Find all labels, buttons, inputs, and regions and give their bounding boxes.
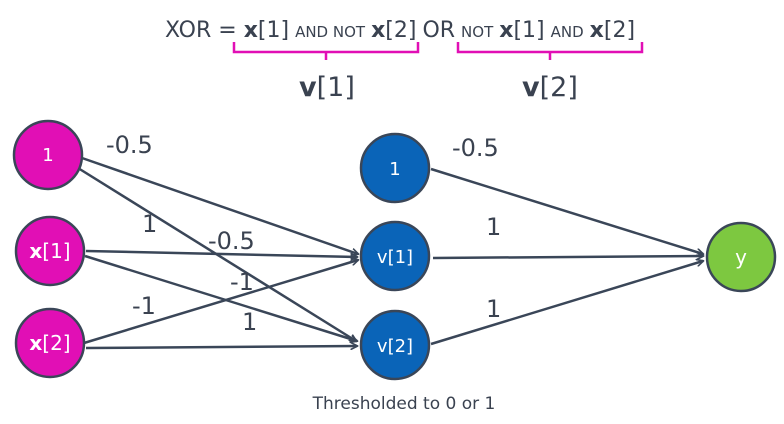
node-x1 bbox=[14, 215, 86, 287]
node-bias-input bbox=[12, 119, 84, 191]
weight-bias-y: -0.5 bbox=[452, 134, 499, 162]
brace-label-v2: v[2] bbox=[522, 72, 578, 103]
edge-v1-y bbox=[432, 256, 703, 258]
brace-v2 bbox=[456, 42, 644, 60]
edge-x1-v2 bbox=[84, 254, 357, 341]
node-x1-label: x[1] bbox=[29, 239, 70, 263]
formula-x-c: x bbox=[499, 18, 513, 43]
formula-and-not: AND NOT bbox=[295, 23, 366, 41]
node-v1 bbox=[359, 220, 431, 292]
formula-x-a: x bbox=[244, 18, 258, 43]
formula-x-b: x bbox=[371, 18, 385, 43]
edge-x2-v2 bbox=[85, 346, 357, 348]
formula-or: OR bbox=[422, 18, 455, 43]
formula-idx-a: [1] bbox=[258, 18, 289, 43]
node-v1-label: v[1] bbox=[377, 247, 413, 268]
edge-x1-v1 bbox=[85, 249, 357, 257]
edge-bias-y bbox=[430, 167, 703, 254]
formula-idx-c: [1] bbox=[513, 18, 544, 43]
formula-not: NOT bbox=[461, 23, 494, 41]
node-x2-label: x[2] bbox=[29, 331, 70, 355]
edge-v2-y bbox=[430, 261, 703, 346]
formula-x-d: x bbox=[590, 18, 604, 43]
weight-labels: -0.5 1 -0.5 -1 -1 1 -0.5 1 1 bbox=[106, 131, 501, 336]
edges bbox=[77, 156, 703, 348]
hidden-layer: 1 v[1] v[2] bbox=[359, 132, 431, 381]
weight-v1-y: 1 bbox=[486, 213, 501, 241]
edge-bias-v1 bbox=[81, 156, 358, 254]
weight-x1-v1: 1 bbox=[142, 210, 157, 238]
node-bias-hidden bbox=[359, 132, 431, 204]
brace-v1 bbox=[232, 42, 420, 60]
input-layer: 1 x[1] x[2] bbox=[12, 119, 86, 379]
weight-x1-v2: -1 bbox=[230, 268, 254, 296]
node-y-label: y bbox=[735, 245, 747, 269]
node-y bbox=[705, 221, 777, 293]
weight-bias-v1: -0.5 bbox=[106, 131, 153, 159]
weight-bias-v2: -0.5 bbox=[208, 227, 255, 255]
node-bias-hidden-label: 1 bbox=[389, 159, 400, 180]
node-x2 bbox=[14, 307, 86, 379]
formula-lhs: XOR = bbox=[165, 18, 244, 43]
formula-idx-b: [2] bbox=[385, 18, 416, 43]
formula-idx-d: [2] bbox=[604, 18, 635, 43]
brace-label-v1: v[1] bbox=[299, 72, 355, 103]
node-v2 bbox=[359, 309, 431, 381]
node-bias-input-label: 1 bbox=[42, 145, 53, 166]
weight-x2-v2: 1 bbox=[242, 308, 257, 336]
output-layer: y bbox=[705, 221, 777, 293]
weight-x2-v1: -1 bbox=[132, 292, 156, 320]
node-v2-label: v[2] bbox=[377, 336, 413, 357]
edge-x2-v1 bbox=[83, 260, 358, 345]
formula-and: AND bbox=[551, 23, 584, 41]
weight-v2-y: 1 bbox=[486, 295, 501, 323]
threshold-caption: Thresholded to 0 or 1 bbox=[312, 394, 496, 414]
